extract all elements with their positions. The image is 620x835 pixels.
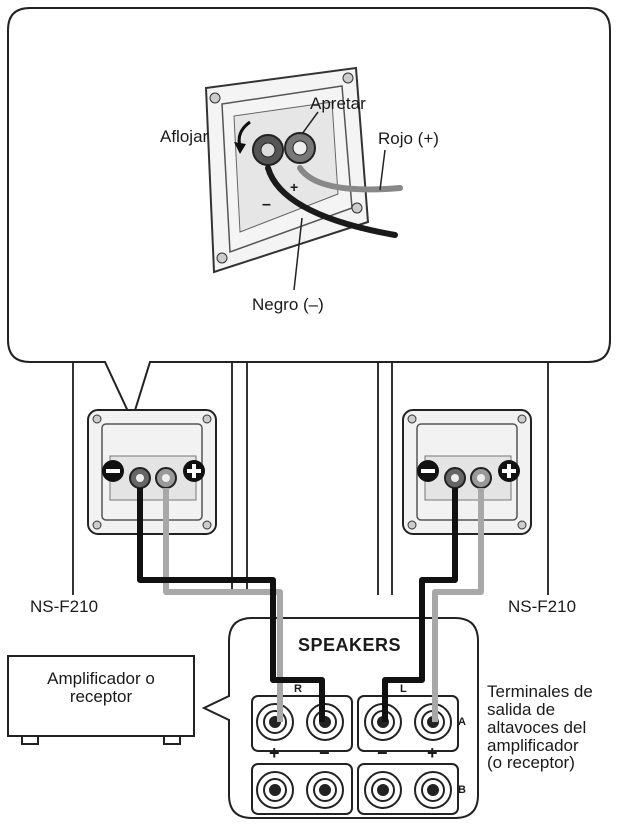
terminal-l-b-plus <box>414 771 452 809</box>
terminal-r-a-plus <box>256 703 294 741</box>
callout-binding-post-positive <box>284 132 316 164</box>
cable-left-grey <box>163 488 283 722</box>
right-speaker-cabinet <box>377 360 549 595</box>
callout-terminal-plate <box>204 66 370 274</box>
red-wire-label: Rojo (+) <box>378 129 439 148</box>
terminals-note: Terminales de salida de altavoces del am… <box>487 683 617 772</box>
row-b-label: B <box>458 784 466 796</box>
cable-right-black <box>382 488 458 722</box>
terminals-note-line1: Terminales de <box>487 682 593 701</box>
channel-l-label: L <box>400 683 407 695</box>
loosen-label: Aflojar <box>160 127 209 146</box>
amplifier-label-line2: receptor <box>69 686 133 706</box>
terminal-r-b-plus <box>256 771 294 809</box>
terminals-note-line5: (o receptor) <box>487 753 575 773</box>
cable-left-black <box>137 488 325 722</box>
terminal-l-b-minus <box>364 771 402 809</box>
black-wire-label: Negro (–) <box>252 295 324 314</box>
row-a-label: A <box>458 716 466 728</box>
leader-tighten <box>301 111 319 135</box>
amplifier-label-line1: Amplificador o <box>47 669 155 688</box>
leader-black <box>293 217 303 291</box>
tighten-label: Apretar <box>310 94 366 113</box>
amplifier-label: Amplificador o receptor <box>8 670 194 706</box>
callout-minus-label: – <box>262 196 271 213</box>
r-minus-label: − <box>319 743 330 763</box>
terminals-note-line2: salida de <box>487 699 556 719</box>
callout-plus-label: + <box>290 179 299 195</box>
speakers-panel-title: SPEAKERS <box>298 635 402 655</box>
terminals-note-line4: amplificador <box>487 735 579 755</box>
left-speaker-model: NS-F210 <box>30 597 99 616</box>
terminal-r-b-minus <box>306 771 344 809</box>
r-plus-label: + <box>269 743 280 763</box>
channel-r-label: R <box>294 683 302 695</box>
callout-black-cable <box>265 165 398 238</box>
left-speaker-terminal <box>87 409 217 535</box>
loosen-arrowhead-icon <box>234 142 246 154</box>
l-plus-label: + <box>427 743 438 763</box>
leader-red <box>379 149 386 191</box>
callout-binding-post-negative <box>252 134 284 166</box>
left-speaker-cabinet <box>72 360 248 595</box>
callout-red-cable <box>297 165 403 193</box>
right-speaker-model: NS-F210 <box>508 597 577 616</box>
right-speaker-terminal <box>402 409 532 535</box>
l-minus-label: − <box>377 743 388 763</box>
amplifier-box <box>7 655 195 745</box>
cable-right-grey <box>432 488 484 722</box>
terminals-note-line3: altavoces del <box>487 717 587 737</box>
